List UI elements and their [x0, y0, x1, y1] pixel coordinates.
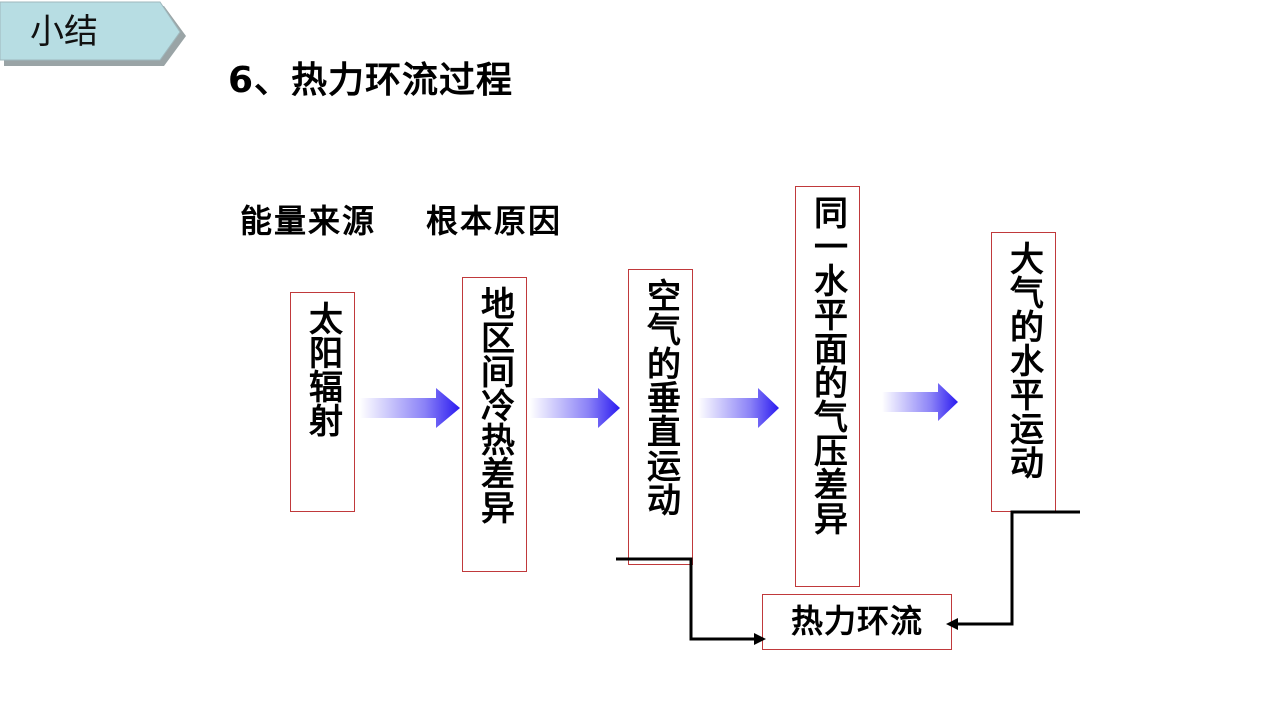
- step-solar-radiation-text: 太阳辐射: [302, 301, 343, 437]
- step-pressure-difference-text: 同一水平面的气压差异: [807, 195, 848, 535]
- step-vertical-motion-text: 空气的垂直运动: [640, 278, 681, 516]
- step-solar-radiation-box: 太阳辐射: [290, 292, 355, 512]
- section-tag-label: 小结: [30, 12, 98, 52]
- step-horizontal-motion-text: 大气的水平运动: [1003, 241, 1044, 479]
- page-title: 6、热力环流过程: [228, 60, 514, 101]
- right-arrow-2: [530, 388, 620, 428]
- step-pressure-difference-box: 同一水平面的气压差异: [795, 186, 860, 587]
- root-cause-label: 根本原因: [426, 202, 563, 240]
- right-arrow-1: [360, 388, 460, 428]
- step-temperature-difference-box: 地区间冷热差异: [462, 277, 527, 572]
- right-arrow-4: [882, 383, 958, 421]
- right-arrow-3: [698, 388, 779, 428]
- thermal-circulation-box: 热力环流: [762, 594, 952, 650]
- step-vertical-motion-box: 空气的垂直运动: [628, 269, 693, 565]
- section-tag: 小结: [0, 0, 190, 68]
- connector-left: [616, 557, 766, 645]
- step-temperature-difference-text: 地区间冷热差异: [474, 286, 515, 524]
- tag-shape: [0, 1, 186, 66]
- energy-source-label: 能量来源: [240, 202, 377, 240]
- thermal-circulation-text: 热力环流: [790, 602, 923, 640]
- connector-right: [946, 510, 1080, 630]
- step-horizontal-motion-box: 大气的水平运动: [991, 232, 1056, 512]
